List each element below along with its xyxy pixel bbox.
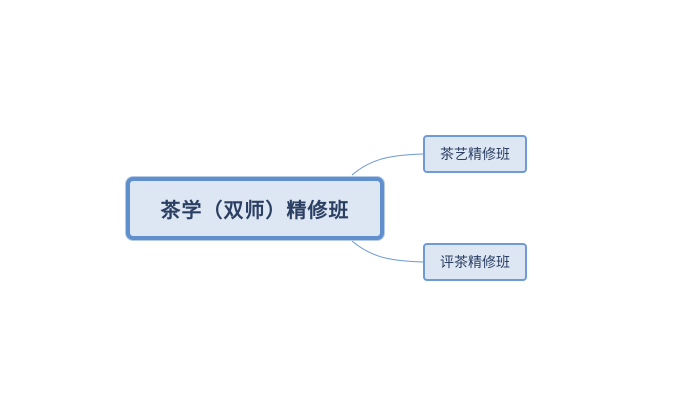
connector-line-2 xyxy=(351,240,424,263)
subtopic-tea-art[interactable]: 茶艺精修班 xyxy=(423,135,527,173)
subtopic-label: 茶艺精修班 xyxy=(440,147,510,163)
connector-line-1 xyxy=(351,153,424,176)
root-topic-label: 茶学（双师）精修班 xyxy=(160,198,350,222)
subtopic-label: 评茶精修班 xyxy=(440,255,510,271)
subtopic-tea-evaluation[interactable]: 评茶精修班 xyxy=(423,243,527,281)
root-topic[interactable]: 茶学（双师）精修班 xyxy=(126,177,384,240)
